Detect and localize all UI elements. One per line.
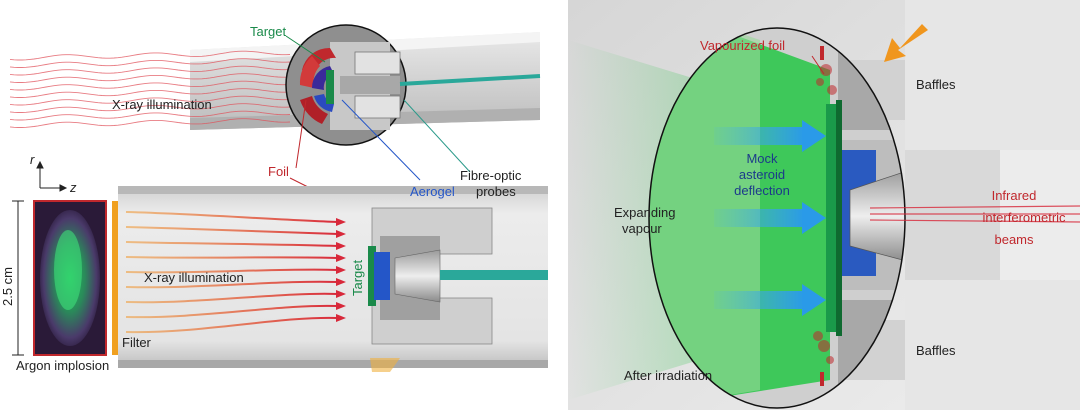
top-xray-waves [9, 50, 291, 128]
xray-wave [9, 80, 291, 91]
label-probes: probes [476, 184, 516, 199]
orange-arrow [884, 24, 928, 62]
blue-arrow-body [714, 127, 804, 145]
label-aerogel: Aerogel [410, 184, 455, 199]
blue-arrow-head [802, 284, 826, 316]
foil-edge-top [820, 46, 824, 60]
label-foil: Foil [268, 164, 289, 179]
label-mock-2: asteroid [739, 167, 785, 182]
label-after-irradiation: After irradiation [624, 368, 712, 383]
xray-wave [9, 65, 291, 76]
xray-arrow [125, 256, 339, 259]
vapourized-foil-leader [811, 55, 825, 75]
label-infrared-2: interferometric [982, 210, 1066, 225]
blue-arrow-head [802, 202, 826, 234]
xray-arrow [125, 316, 339, 334]
label-expanding-2: vapour [622, 221, 662, 236]
label-axis-r: r [30, 152, 35, 167]
xray-wave [9, 103, 291, 113]
xray-arrow [125, 304, 339, 319]
xray-arrow-head [336, 230, 346, 238]
xray-arrow [125, 268, 339, 274]
label-baffles-bottom: Baffles [916, 343, 956, 358]
label-infrared-1: Infrared [992, 188, 1037, 203]
xray-arrow-head [336, 314, 346, 322]
xray-arrow-head [336, 290, 346, 298]
scale-bar [12, 200, 24, 356]
label-xray-top: X-ray illumination [112, 97, 212, 112]
xray-arrow [125, 292, 339, 304]
xray-arrow-head [336, 218, 346, 226]
label-vaporized-foil: Vapourized foil [700, 38, 785, 53]
xray-wave [9, 95, 291, 106]
blue-arrow-body [714, 209, 804, 227]
label-mock-1: Mock [746, 151, 778, 166]
label-filter: Filter [122, 335, 152, 350]
xray-arrow-head [336, 254, 346, 262]
label-scale: 2.5 cm [0, 267, 15, 306]
xray-arrow [125, 211, 339, 223]
infrared-beams [869, 205, 1080, 223]
xray-wave [9, 118, 291, 128]
blue-arrow-head [802, 120, 826, 152]
magnifier-circle [285, 24, 541, 146]
label-target-top: Target [250, 24, 287, 39]
filter-bar [112, 201, 118, 355]
blue-deflection-arrows [714, 120, 826, 316]
xray-wave [9, 88, 291, 98]
vaporized-foil-specks [813, 64, 837, 364]
label-expanding-1: Expanding [614, 205, 675, 220]
xray-wave [9, 50, 291, 61]
magnifier-ellipse [648, 27, 906, 409]
label-infrared-3: beams [994, 232, 1034, 247]
xray-arrow-head [336, 278, 346, 286]
label-mock-3: deflection [734, 183, 790, 198]
foil-edge-bottom [820, 372, 824, 386]
label-axis-z: z [69, 180, 77, 195]
axis-indicator [36, 160, 68, 192]
target-holder-left [368, 207, 548, 345]
xray-arrow [125, 226, 339, 235]
label-target-vertical: Target [350, 259, 365, 296]
xray-wave [9, 58, 291, 68]
xray-wave [9, 110, 291, 121]
xray-arrow-head [336, 242, 346, 250]
xray-arrow-head [336, 266, 346, 274]
label-xray-bottom: X-ray illumination [144, 270, 244, 285]
xray-arrow [125, 241, 339, 247]
label-argon: Argon implosion [16, 358, 109, 373]
blue-arrow-body [714, 291, 804, 309]
text-labels: Target X-ray illumination Foil Fibre-opt… [0, 24, 1066, 383]
xray-wave [9, 73, 291, 83]
label-baffles-top: Baffles [916, 77, 956, 92]
bottom-xray-arrows [125, 211, 346, 334]
label-fibre-optic: Fibre-optic [460, 168, 522, 183]
xray-arrow [125, 280, 339, 289]
xray-arrow-head [336, 302, 346, 310]
argon-implosion-image [33, 200, 107, 356]
